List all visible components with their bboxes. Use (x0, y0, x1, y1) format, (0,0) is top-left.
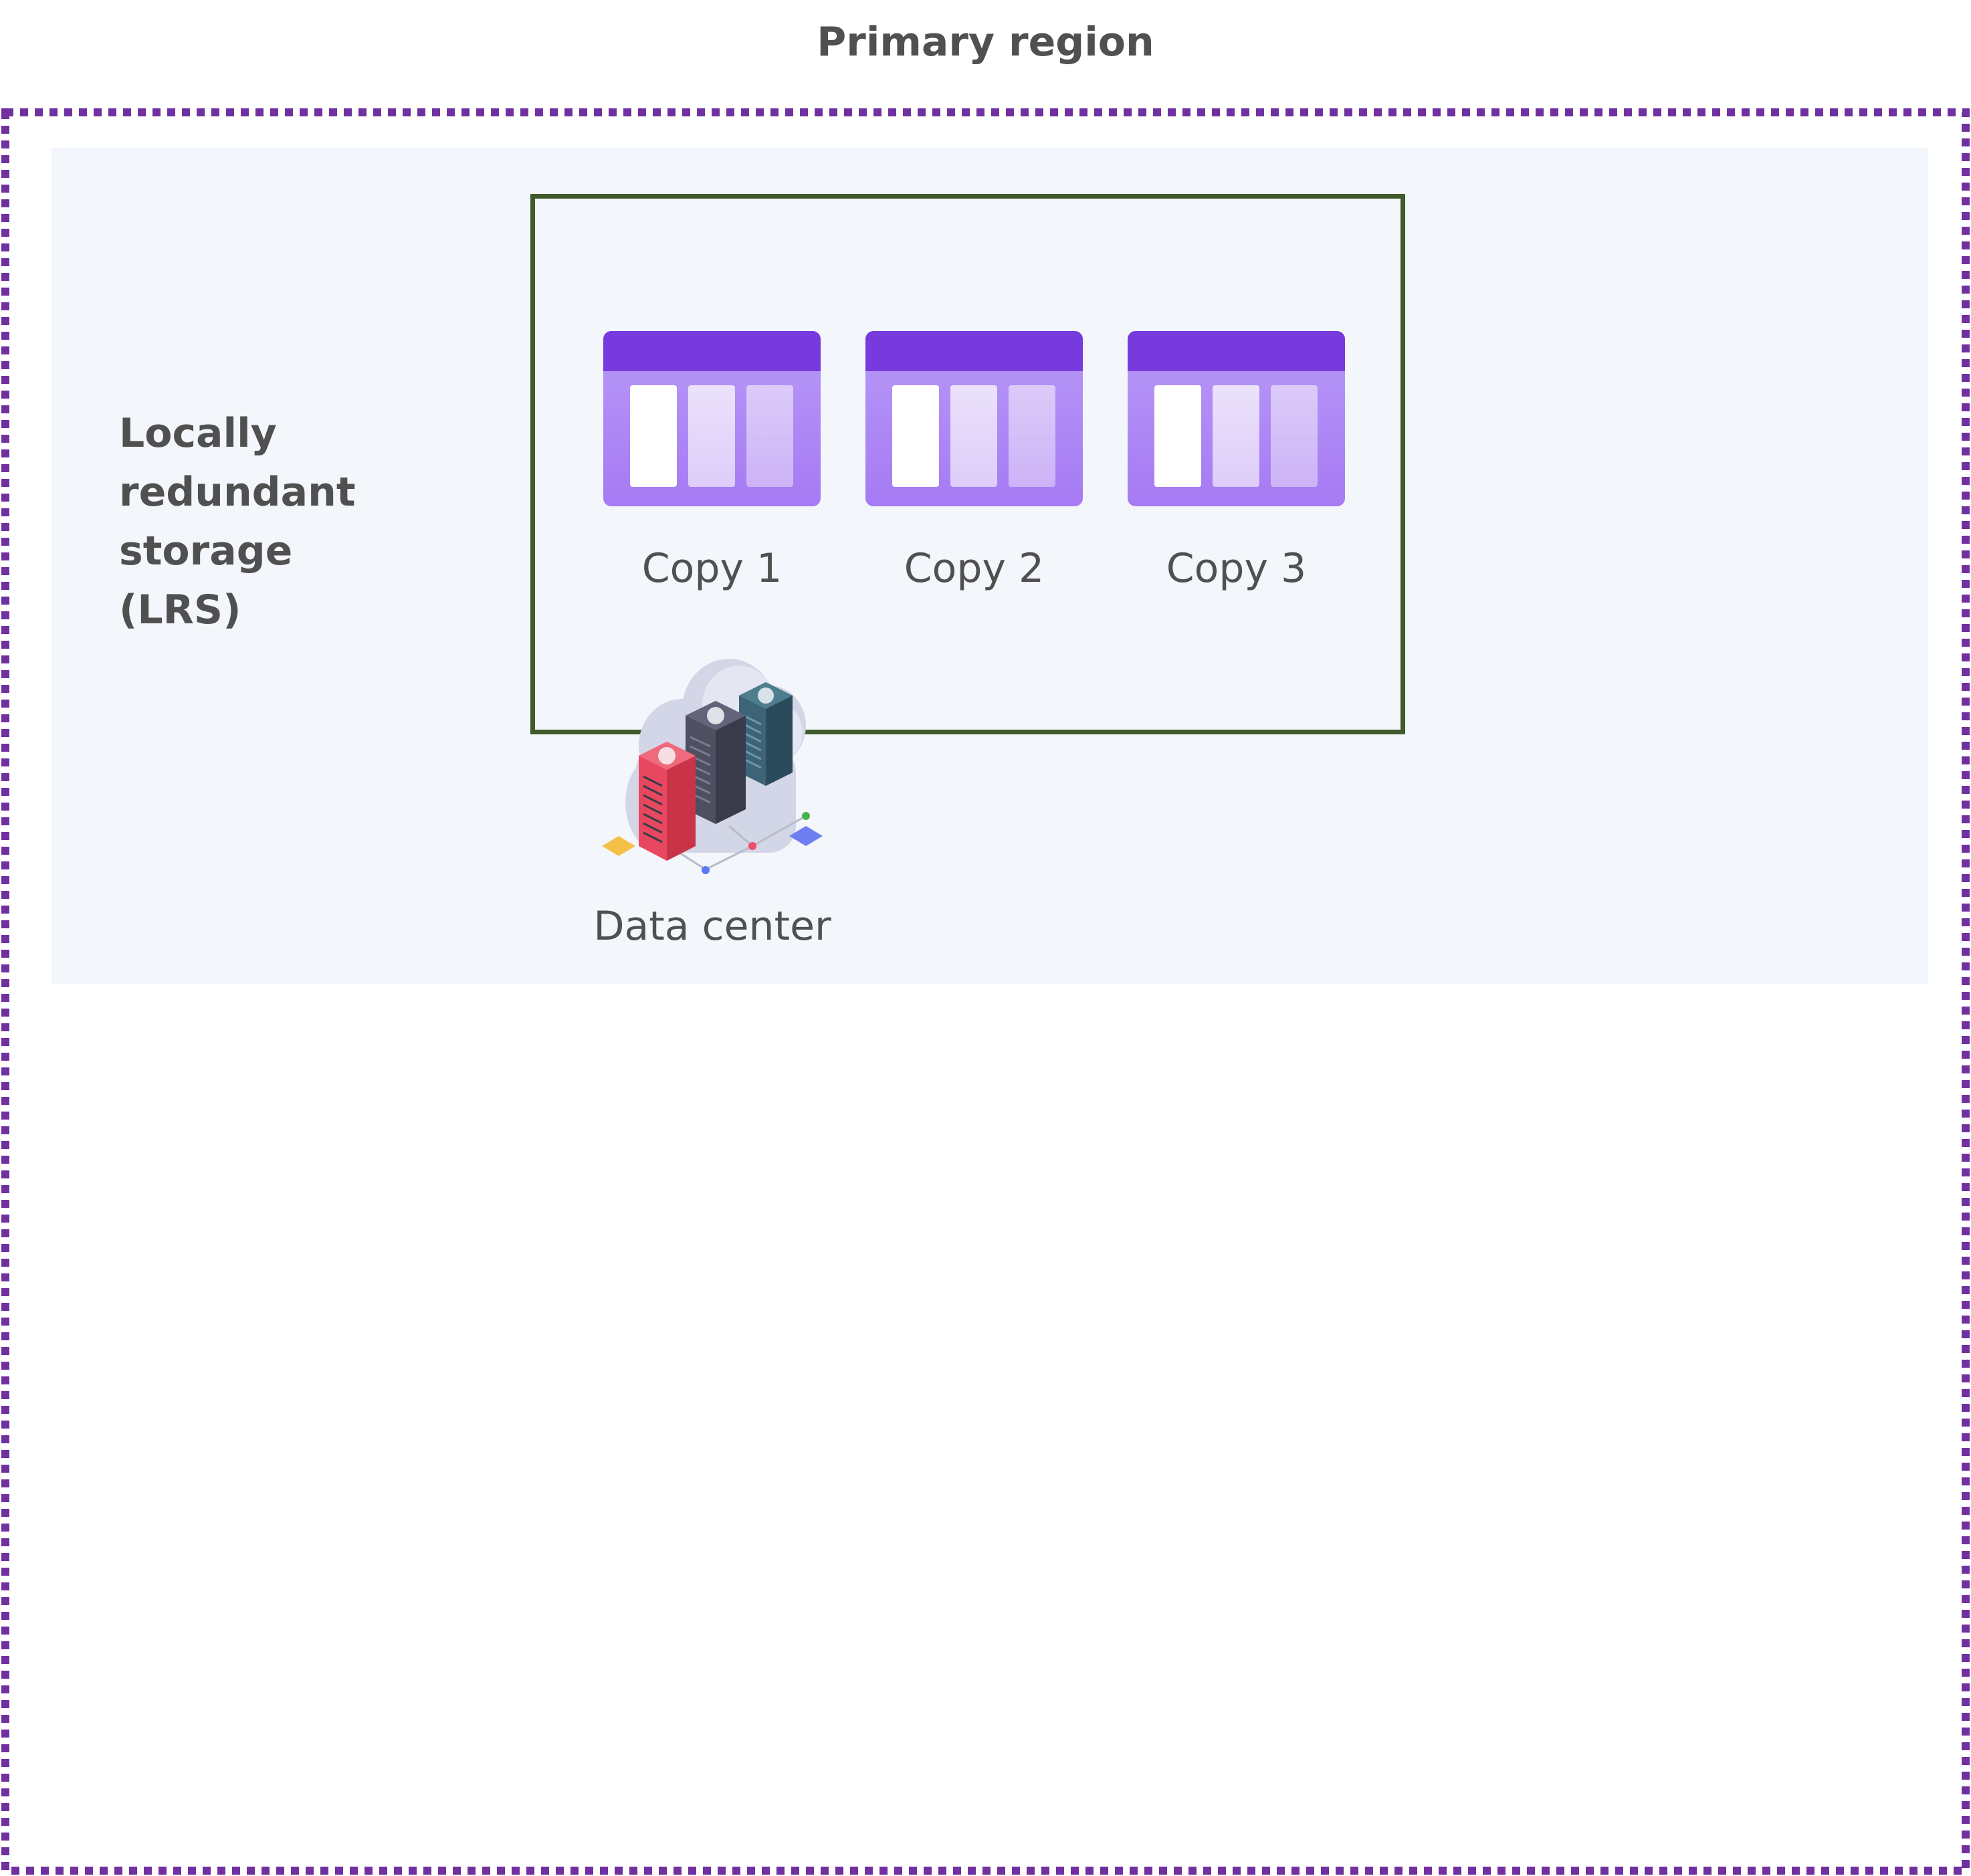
data-center-icon (602, 659, 823, 874)
lrs-panel (51, 148, 1928, 984)
storage-table-icon (1128, 331, 1345, 506)
copy-3 (1128, 331, 1345, 506)
storage-table-icon (603, 331, 821, 506)
lrs-label-line-1: Locally (119, 410, 277, 457)
data-center-label: Data center (593, 903, 831, 950)
lrs-label: Locally redundant storage (LRS) (119, 404, 356, 639)
copy-2-label: Copy 2 (904, 545, 1045, 592)
copy-3-label: Copy 3 (1166, 545, 1307, 592)
storage-account-box (530, 194, 1405, 734)
lrs-label-line-4: (LRS) (119, 587, 241, 633)
copy-1 (603, 331, 821, 506)
lrs-label-line-3: storage (119, 528, 293, 575)
storage-table-icon (865, 331, 1083, 506)
copy-2 (865, 331, 1083, 506)
region-title: Primary region (817, 19, 1154, 66)
lrs-label-line-2: redundant (119, 469, 356, 516)
copy-1-label: Copy 1 (641, 545, 783, 592)
